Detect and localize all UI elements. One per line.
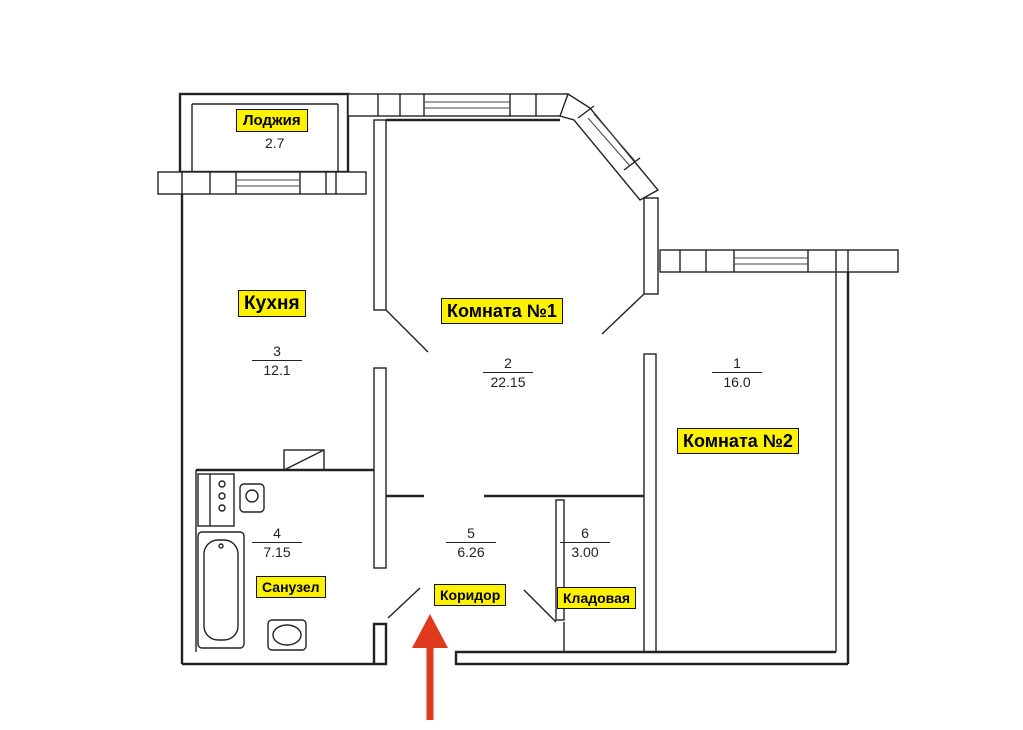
sink-icon (267, 619, 307, 651)
bathroom-area: 7.15 (252, 542, 302, 559)
corridor-number: 5 (467, 525, 475, 541)
bathtub-icon (197, 531, 245, 649)
kitchen-measure: 3 12.1 (252, 344, 302, 377)
storage-area: 3.00 (560, 542, 610, 559)
room2-label: Комната №2 (677, 428, 799, 454)
room2-number: 1 (733, 355, 741, 371)
room2-window-wall (659, 249, 899, 273)
loggia-area: 2.7 (265, 135, 285, 151)
storage-number: 6 (581, 525, 589, 541)
room1-measure: 2 22.15 (483, 356, 533, 389)
partitions (195, 293, 657, 653)
kitchen-number: 3 (273, 343, 281, 359)
kitchen-label: Кухня (238, 290, 306, 317)
storage-measure: 6 3.00 (560, 526, 610, 559)
corridor-area: 6.26 (446, 542, 496, 559)
kitchen-area: 12.1 (252, 360, 302, 377)
storage-label: Кладовая (557, 587, 637, 609)
room2-area: 16.0 (712, 372, 762, 389)
entrance-arrow-icon (412, 614, 448, 720)
bathroom-fixtures (197, 473, 307, 651)
bathroom-measure: 4 7.15 (252, 526, 302, 559)
loggia-label: Лоджия (236, 109, 308, 132)
room1-window-wall (347, 92, 660, 295)
bathroom-label: Санузел (256, 576, 326, 598)
kitchen-window-wall (157, 171, 367, 195)
corridor-label: Коридор (434, 584, 507, 606)
room1-number: 2 (504, 355, 512, 371)
room2-measure: 1 16.0 (712, 356, 762, 389)
room1-walls (373, 118, 560, 311)
bathroom-number: 4 (273, 525, 281, 541)
room1-label: Комната №1 (441, 298, 563, 324)
loggia-outline (178, 92, 350, 174)
corridor-measure: 5 6.26 (446, 526, 496, 559)
room1-area: 22.15 (483, 372, 533, 389)
